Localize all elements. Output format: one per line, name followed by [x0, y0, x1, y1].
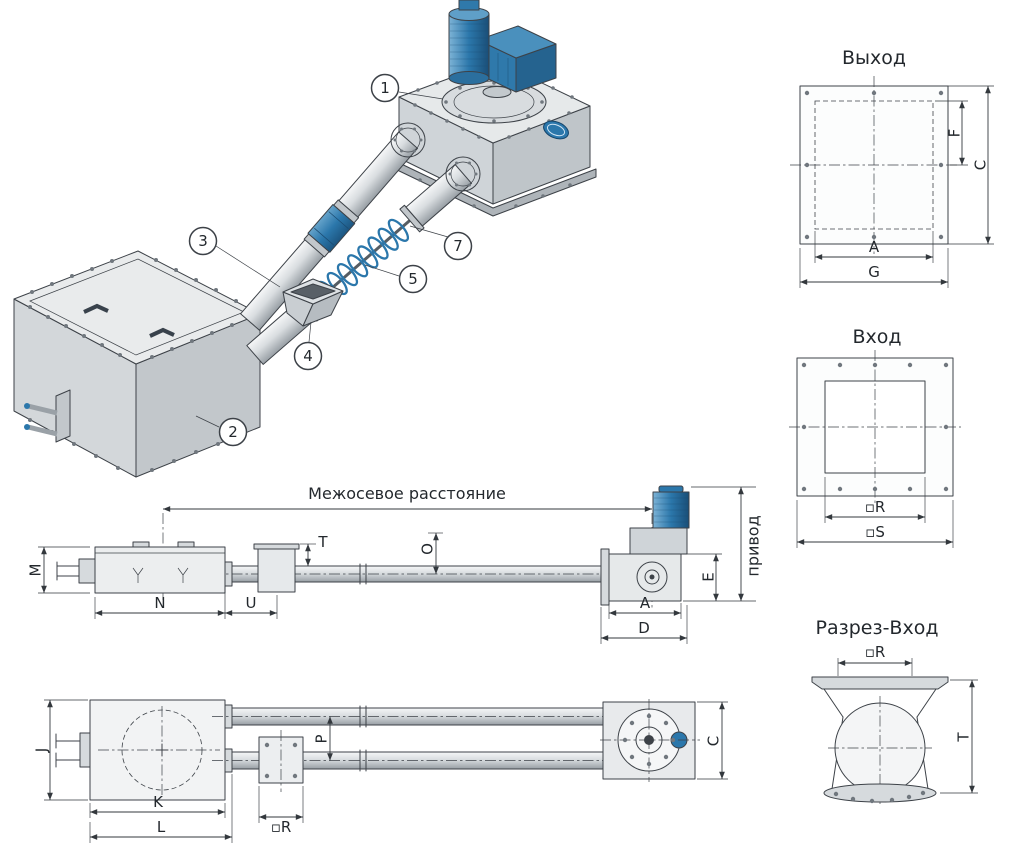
hopper-plan — [55, 699, 226, 801]
callout-4: 4 — [293, 321, 323, 371]
inlet-bolts — [801, 362, 949, 492]
callout-number: 7 — [453, 237, 463, 255]
callout-number: 1 — [380, 79, 390, 97]
callout-number: 5 — [408, 270, 418, 288]
drive-head-side — [600, 485, 690, 606]
dim-label-r-section: ▫R — [865, 643, 886, 661]
electric-motor — [448, 0, 490, 85]
callout-3: 3 — [188, 226, 281, 288]
dim-label-d: D — [638, 619, 650, 637]
inlet-section-view: Разрез-Вход ▫R T — [811, 617, 978, 804]
dim-label-g: G — [868, 263, 880, 281]
drive-label: привод — [744, 515, 763, 576]
inlet-flange-plan — [258, 730, 304, 792]
head-tube-flanges — [390, 122, 481, 192]
dim-label-r-plan: ▫R — [271, 818, 292, 836]
inlet-funnel — [282, 278, 344, 327]
brand-oval — [543, 120, 569, 140]
dim-label-r-inlet: ▫R — [865, 498, 886, 516]
callout-badge — [293, 341, 323, 371]
callout-badge — [443, 231, 473, 261]
side-elevation-view: Межосевое расстояние — [27, 484, 763, 644]
inlet-hopper-box — [13, 250, 261, 478]
dim-label-p: P — [313, 734, 331, 743]
dim-label-c-plan: C — [705, 736, 723, 746]
discharge-head — [392, 60, 597, 217]
callout-5: 5 — [364, 264, 428, 294]
dim-label-u: U — [246, 594, 257, 612]
head-plan-bolts — [622, 713, 676, 767]
outlet-view-title: Выход — [842, 47, 906, 69]
center-distance-label: Межосевое расстояние — [308, 484, 506, 503]
section-view-title: Разрез-Вход — [816, 617, 939, 639]
dim-label-a-outlet: A — [869, 238, 880, 256]
dim-label-e: E — [700, 572, 718, 581]
dim-label-t-side: T — [317, 533, 328, 551]
callout-badge — [370, 73, 400, 103]
dim-label-f: F — [946, 129, 964, 138]
section-flange-bolts — [833, 790, 926, 804]
dim-label-t-section: T — [955, 732, 973, 743]
dim-label-m: M — [27, 564, 45, 577]
drive-head-plan — [600, 699, 700, 782]
tube-coupling — [307, 204, 356, 253]
hopper-shaft-end — [24, 389, 71, 443]
callout-number: 3 — [198, 232, 208, 250]
dim-label-s: ▫S — [865, 523, 885, 541]
tubes-plan — [212, 704, 612, 773]
callout-badge — [218, 417, 248, 447]
outlet-flange-view: Выход F C A G — [790, 47, 994, 288]
callout-number: 4 — [303, 347, 313, 365]
dim-label-c-outlet: C — [972, 160, 990, 170]
dim-label-k: K — [153, 793, 164, 811]
callout-number: 2 — [228, 423, 238, 441]
outlet-bolts — [804, 90, 944, 240]
dim-label-j: J — [33, 748, 51, 753]
conveyor-tube-upper — [240, 131, 419, 331]
inlet-flange-view: Вход ▫R ▫S — [789, 326, 961, 548]
callout-badge — [398, 264, 428, 294]
isometric-view: 1 3 7 5 4 2 — [13, 0, 597, 478]
callout-7: 7 — [409, 225, 473, 261]
dim-label-a-side: A — [640, 594, 651, 612]
dim-label-o: O — [419, 543, 437, 555]
plan-view: J P C K L ▫R — [33, 699, 728, 843]
dim-label-n: N — [154, 594, 165, 612]
inlet-box-side — [253, 543, 300, 593]
hopper-side — [56, 541, 226, 594]
inlet-view-title: Вход — [852, 326, 901, 348]
dim-label-l: L — [157, 818, 166, 836]
callout-1: 1 — [370, 73, 444, 103]
callout-badge — [188, 226, 218, 256]
drive-motor — [448, 0, 557, 98]
callout-2: 2 — [195, 415, 248, 447]
